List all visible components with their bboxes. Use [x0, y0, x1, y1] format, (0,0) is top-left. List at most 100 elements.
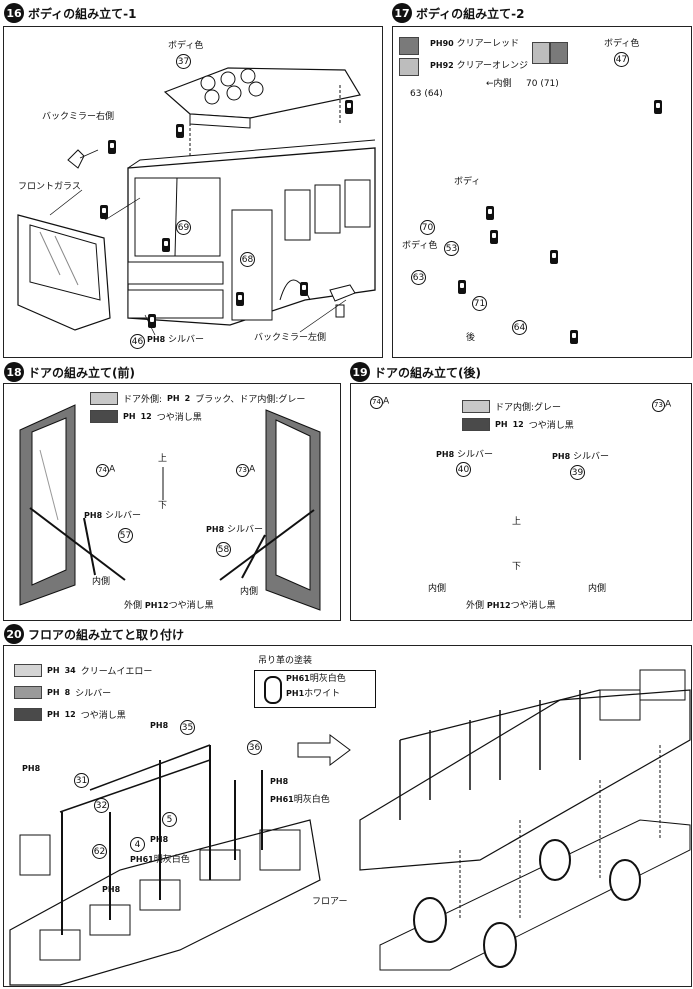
legend-swatch-mid — [14, 686, 42, 699]
glue-icon — [458, 280, 466, 294]
step20-code-8c: PH8 — [270, 777, 289, 786]
strap-color-2: PH1ホワイト — [286, 689, 341, 699]
step19-up-label: 上 — [512, 517, 522, 527]
step17-body-color-label: ボディ色 — [604, 39, 640, 49]
step16-part-69: 69 — [176, 220, 191, 235]
step17-part-71: 71 — [472, 296, 487, 311]
step16-mirror-right-label: バックミラー右側 — [42, 112, 115, 122]
step17-number: 17 — [392, 3, 412, 23]
step16-part-37: 37 — [176, 54, 191, 69]
step18-silver-label-left: PH8 シルバー — [84, 511, 142, 521]
step18-part-57: 57 — [118, 528, 133, 543]
step20-part-35: 35 — [180, 720, 195, 735]
lamp-swatch-left — [532, 42, 550, 64]
step18-header: 18 ドアの組み立て(前) — [4, 362, 135, 382]
step19-silver-label-left: PH8 シルバー — [436, 450, 494, 460]
step18-up-label: 上 — [158, 454, 168, 464]
legend-swatch-light — [14, 664, 42, 677]
step17-body-color2-label: ボディ色 — [402, 241, 438, 251]
legend-swatch-dark — [90, 410, 118, 423]
glue-icon — [176, 124, 184, 138]
glue-icon — [100, 205, 108, 219]
strap-color-1: PH61明灰白色 — [286, 674, 346, 684]
step20-code-61a: PH61明灰白色 — [270, 795, 330, 805]
step18-inner-left: 内側 — [92, 577, 111, 587]
step17-parts-7071: 70 (71) — [526, 79, 559, 89]
step17-title: ボディの組み立て-2 — [416, 6, 525, 21]
step18-down-label: 下 — [158, 501, 168, 511]
step19-silver-label-right: PH8 シルバー — [552, 452, 610, 462]
strap-title: 吊り革の塗装 — [258, 656, 313, 666]
step18-inner-right: 内側 — [240, 587, 259, 597]
step19-outer-label: 外側 PH12つや消し黒 — [466, 601, 556, 611]
step16-number: 16 — [4, 3, 24, 23]
step19-inner-right: 内側 — [588, 584, 607, 594]
step20-part-32: 32 — [94, 798, 109, 813]
step20-code-8a: PH8 — [150, 721, 169, 730]
legend-swatch-light — [462, 400, 490, 413]
step16-mirror-left-label: バックミラー左側 — [254, 333, 327, 343]
clear-red-swatch — [399, 37, 419, 55]
step20-title: フロアの組み立てと取り付け — [28, 627, 185, 642]
clear-orange-swatch — [399, 58, 419, 76]
step17-inner-side: ←内側 — [486, 79, 512, 89]
step17-part-70: 70 — [420, 220, 435, 235]
step20-part-31: 31 — [74, 773, 89, 788]
step19-panel — [350, 383, 692, 621]
step19-part-39: 39 — [570, 465, 585, 480]
step20-code-8d: PH8 — [150, 835, 169, 844]
legend-swatch-dark — [14, 708, 42, 721]
step16-body-color-label: ボディ色 — [168, 41, 204, 51]
step17-part-47: 47 — [614, 52, 629, 67]
step18-silver-label-right: PH8 シルバー — [206, 525, 264, 535]
step19-legend-1: ドア内側:グレー — [462, 400, 561, 413]
step18-part-58: 58 — [216, 542, 231, 557]
step20-code-8e: PH8 — [102, 885, 121, 894]
glue-icon — [236, 292, 244, 306]
step19-down-label: 下 — [512, 562, 522, 572]
strap-box — [254, 670, 376, 708]
glue-icon — [300, 282, 308, 296]
step17-part-53: 53 — [444, 241, 459, 256]
step20-part-4: 4 — [130, 837, 145, 852]
legend-swatch-light — [90, 392, 118, 405]
step18-number: 18 — [4, 362, 24, 382]
step20-part-36: 36 — [247, 740, 262, 755]
step18-outer-label: 外側 PH12つや消し黒 — [124, 601, 214, 611]
step16-silver-label: PH8 シルバー — [147, 335, 205, 345]
glue-icon — [345, 100, 353, 114]
step18-title: ドアの組み立て(前) — [28, 365, 135, 380]
step16-part-46: 46 — [130, 334, 145, 349]
step19-header: 19 ドアの組み立て(後) — [350, 362, 481, 382]
glue-icon — [550, 250, 558, 264]
glue-icon — [490, 230, 498, 244]
legend-swatch-dark — [462, 418, 490, 431]
step17-body-label: ボディ — [454, 177, 481, 187]
glue-icon — [486, 206, 494, 220]
step16-header: 16 ボディの組み立て-1 — [4, 3, 137, 23]
clear-red-label: PH90 クリアーレッド — [430, 39, 520, 49]
step20-code-61b: PH61明灰白色 — [130, 855, 190, 865]
step17-parts-6364: 63 (64) — [410, 89, 443, 99]
step17-panel — [392, 26, 692, 358]
step17-part-63: 63 — [411, 270, 426, 285]
lamp-swatch-right — [550, 42, 568, 64]
step20-part-62: 62 — [92, 844, 107, 859]
glue-icon — [654, 100, 662, 114]
step17-part-64: 64 — [512, 320, 527, 335]
step20-part-5: 5 — [162, 812, 177, 827]
step19-title: ドアの組み立て(後) — [374, 365, 481, 380]
step16-front-glass-label: フロントガラス — [18, 182, 81, 192]
step20-number: 20 — [4, 624, 24, 644]
